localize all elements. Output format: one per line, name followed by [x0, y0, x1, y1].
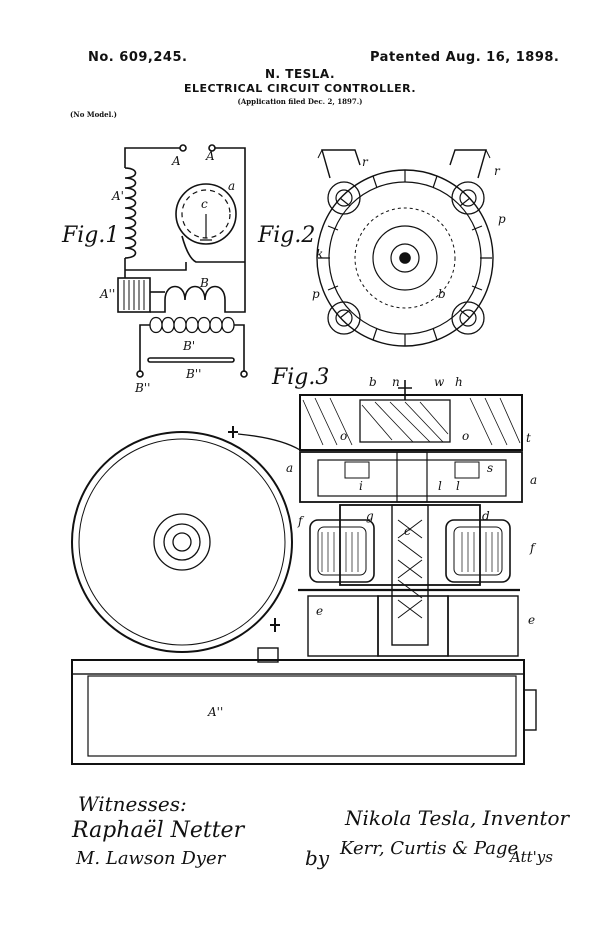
terminal-a-left [179, 144, 187, 152]
inventor-signature: Nikola Tesla, Inventor [345, 806, 570, 830]
ref-fig2-p-right: p [498, 212, 506, 226]
primary-coil-b [164, 285, 226, 301]
ref-fig2-p-left: p [312, 287, 320, 301]
inventor-name: N. TESLA. [264, 67, 336, 81]
fig3-section [71, 380, 537, 765]
coil-a-prime [124, 167, 137, 259]
ref-fig3-A-double-prime: A'' [207, 705, 223, 719]
ref-fig1-a: a [228, 179, 235, 193]
ref-fig3-e-right: e [528, 613, 535, 627]
fig3-label: Fig.3 [271, 365, 329, 390]
patent-date: Patented Aug. 16, 1898. [370, 50, 560, 65]
patent-title: ELECTRICAL CIRCUIT CONTROLLER. [183, 82, 416, 95]
ref-fig1-A-left: A [171, 154, 181, 168]
ref-fig2-r-left: r [362, 155, 369, 169]
ref-fig3-g: g [366, 509, 374, 523]
ref-fig3-s: s [487, 461, 493, 475]
patent-number: No. 609,245. [88, 50, 188, 65]
ref-fig2-b: b [438, 287, 446, 301]
ref-fig3-e-left: e [316, 604, 323, 618]
drum-wheel [71, 431, 293, 653]
by-label: by [305, 846, 330, 870]
witnesses-label: Witnesses: [78, 792, 187, 816]
ref-fig3-f-left: f [297, 514, 305, 528]
ref-fig3-i: i [359, 479, 363, 493]
fig1-label: Fig.1 [61, 223, 119, 248]
ref-fig3-l-left: l [438, 479, 442, 493]
ref-fig3-a-right: a [530, 473, 537, 487]
witness-signature-2: M. Lawson Dyer [76, 848, 226, 869]
ref-fig3-l-right: l [456, 479, 460, 493]
ref-fig3-b: b [369, 375, 377, 389]
condenser-a-double-prime [117, 277, 151, 313]
ref-fig1-c: c [201, 197, 208, 211]
ref-fig3-c: c [404, 524, 411, 538]
ref-fig3-o-left: o [340, 429, 347, 443]
top-housing [299, 394, 523, 451]
ref-fig1-A-double-prime: A'' [99, 287, 115, 301]
ref-fig3-f-right: f [529, 541, 537, 555]
attorneys-signature: Kerr, Curtis & Page [340, 838, 519, 859]
ref-fig1-A-prime: A' [111, 189, 124, 203]
ref-fig1-B-double-prime: B'' [185, 367, 201, 381]
ref-fig3-a-left: a [286, 461, 293, 475]
circuit-controller-a [175, 183, 237, 245]
ref-fig3-t: t [526, 431, 531, 445]
ref-fig3-d: d [482, 509, 490, 523]
ref-fig3-n: n [392, 375, 400, 389]
ref-fig3-h: h [455, 375, 463, 389]
ref-fig3-w: w [434, 375, 445, 389]
fig2-label: Fig.2 [257, 223, 315, 248]
ref-fig1-A-right: A [205, 149, 215, 163]
ref-fig2-k: k [316, 247, 323, 261]
attys-label: Att'ys [510, 848, 553, 866]
ref-fig2-r-right: r [494, 164, 501, 178]
fig2-top-view [316, 149, 494, 347]
vacuum-tube-b [147, 357, 235, 363]
fig1-circuit [117, 144, 248, 378]
witness-signature-1: Raphaël Netter [72, 818, 245, 843]
ref-fig1-B-prime: B' [182, 339, 195, 353]
model-note: (No Model.) [70, 110, 117, 119]
secondary-coil-b-prime [149, 316, 235, 334]
ref-fig1-B-double-prime-terminal: B'' [134, 381, 150, 395]
application-note: (Application filed Dec. 2, 1897.) [237, 97, 363, 106]
ref-fig1-B: B [199, 276, 209, 290]
ref-fig3-o-right: o [462, 429, 469, 443]
